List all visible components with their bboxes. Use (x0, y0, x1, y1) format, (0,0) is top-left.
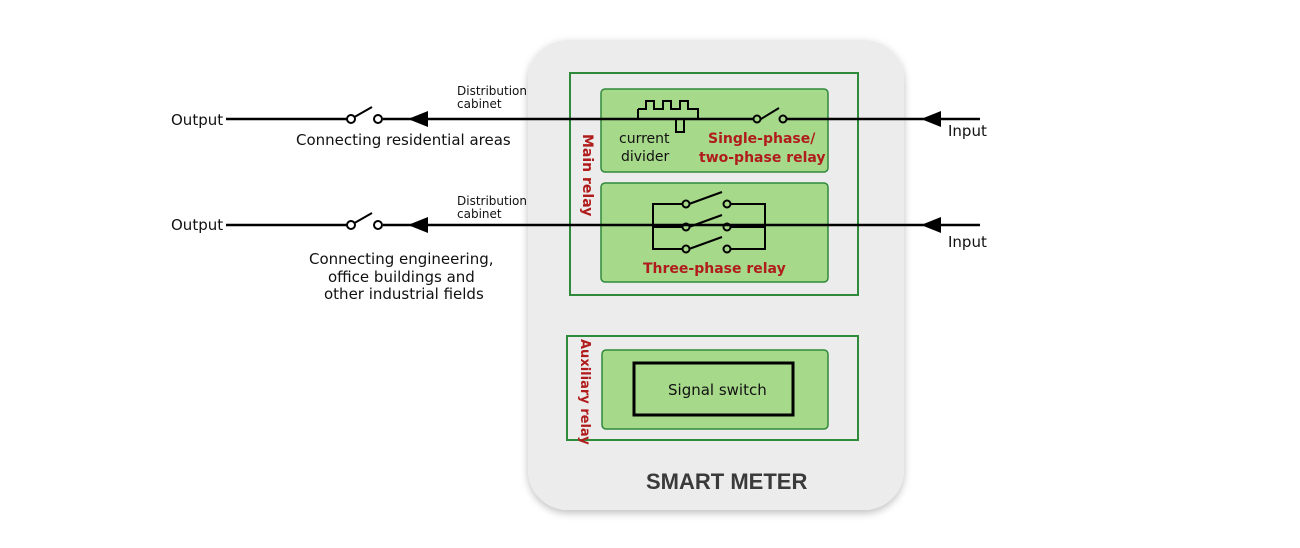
bottom-input-arrow (921, 217, 941, 233)
bottom-output-label: Output (171, 216, 223, 234)
single-phase-label-line2: two-phase relay (699, 150, 826, 166)
bottom-caption-line1: Connecting engineering, (309, 250, 494, 268)
top-cabinet-arrow (408, 111, 428, 127)
meter-title: SMART METER (646, 469, 807, 494)
top-cabinet-line1: Distribution (457, 84, 527, 98)
single-phase-label-line1: Single-phase/ (708, 131, 816, 147)
bottom-cabinet-line2: cabinet (457, 207, 502, 221)
bottom-output-switch (346, 212, 383, 230)
main-relay-label: Main relay (579, 134, 595, 216)
bottom-input-label: Input (948, 233, 987, 251)
signal-switch-label: Signal switch (668, 381, 767, 399)
main-relay-frame (569, 72, 859, 296)
auxiliary-relay-frame (566, 335, 859, 441)
three-phase-label: Three-phase relay (643, 261, 786, 277)
current-divider-line1: current (619, 131, 670, 147)
bottom-caption-line2: office buildings and (328, 268, 475, 286)
top-input-label: Input (948, 122, 987, 140)
top-cabinet-line2: cabinet (457, 97, 502, 111)
signal-switch-box (632, 361, 795, 417)
top-output-switch (346, 106, 383, 124)
top-input-arrow (921, 111, 941, 127)
current-divider-line2: divider (621, 149, 669, 165)
top-caption: Connecting residential areas (296, 131, 511, 149)
auxiliary-relay-label: Auxiliary relay (577, 339, 592, 445)
three-phase-panel (600, 182, 829, 283)
single-phase-switch-symbol (752, 107, 788, 124)
top-output-label: Output (171, 111, 223, 129)
current-divider-symbol (637, 100, 699, 133)
bottom-cabinet-line1: Distribution (457, 194, 527, 208)
bottom-cabinet-arrow (408, 217, 428, 233)
bottom-caption-line3: other industrial fields (324, 285, 484, 303)
